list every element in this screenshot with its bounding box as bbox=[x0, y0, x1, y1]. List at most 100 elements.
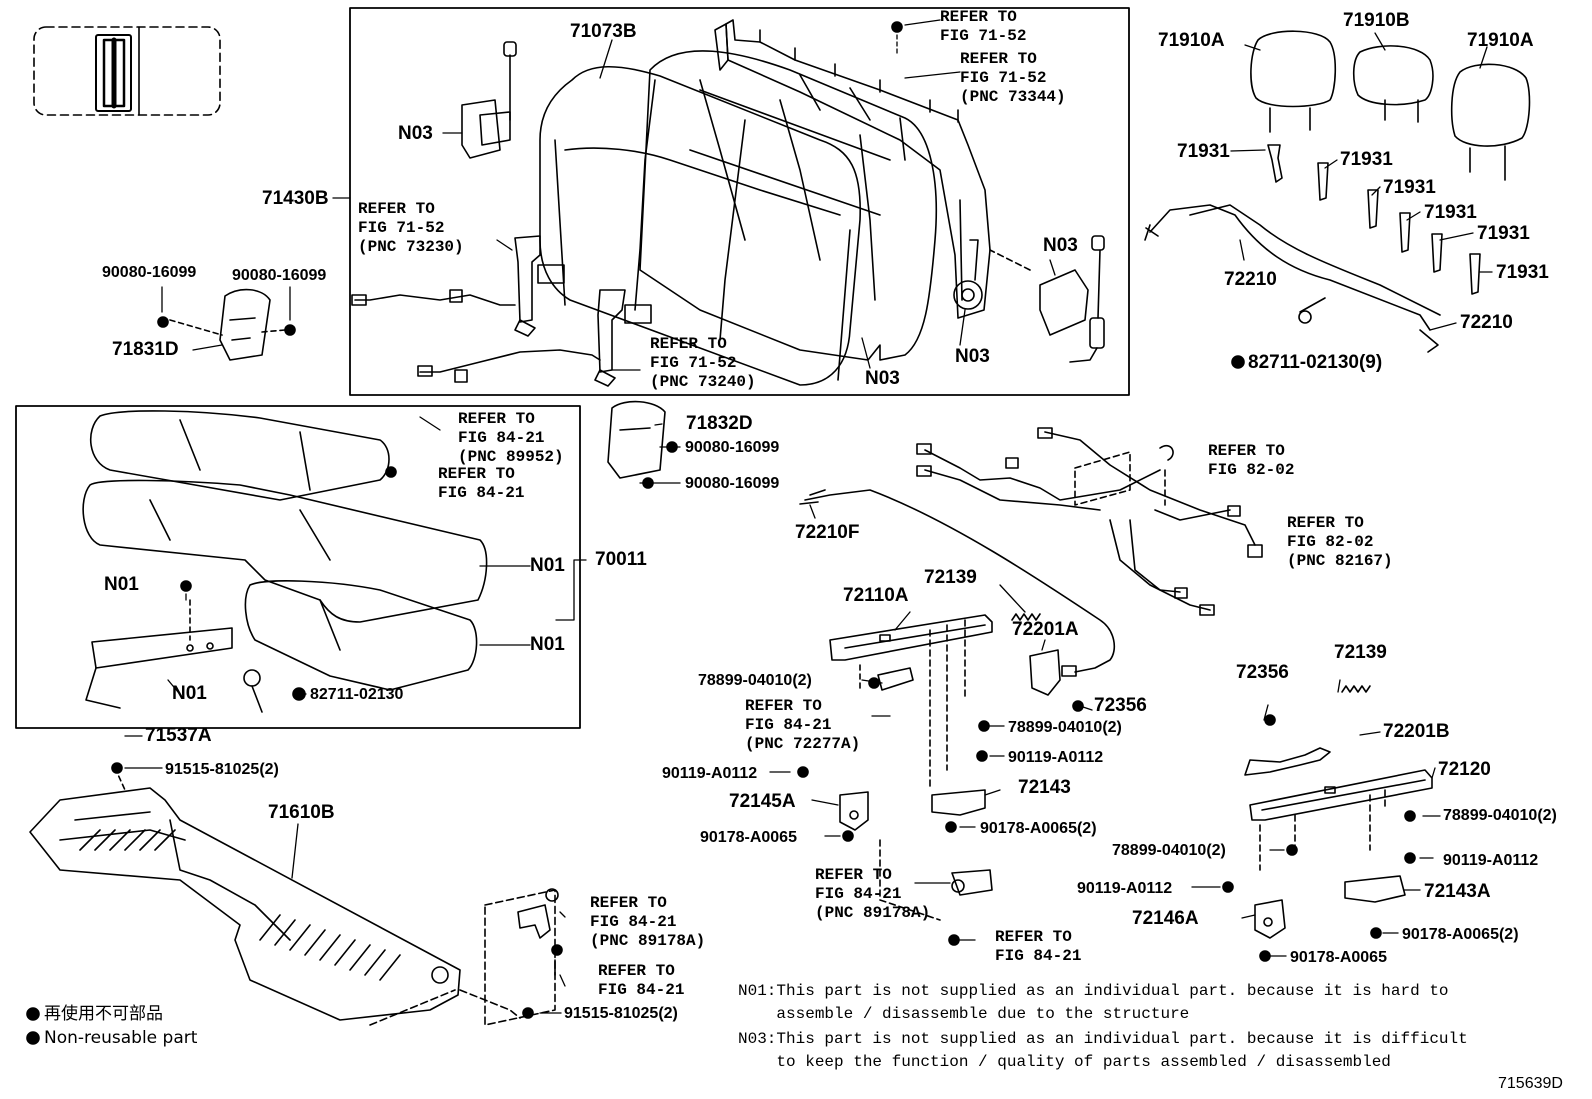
label-N03-c: N03 bbox=[865, 368, 900, 389]
side-airbag-left bbox=[461, 41, 517, 159]
label-90178-A0065-d: 90178-A0065 bbox=[1290, 949, 1387, 966]
label-91515-81025-b: 91515-81025(2) bbox=[564, 1005, 678, 1022]
label-90178-A0065-a: 90178-A0065 bbox=[700, 829, 797, 846]
label-72356-a: 72356 bbox=[1094, 695, 1147, 716]
label-N01-a: N01 bbox=[104, 574, 139, 595]
label-90119-A0112-b: 90119-A0112 bbox=[662, 765, 758, 782]
latch-bracket-left bbox=[484, 888, 559, 1026]
label-72120: 72120 bbox=[1438, 759, 1491, 780]
label-N03-a: N03 bbox=[398, 123, 433, 144]
leader-lines bbox=[124, 19, 1493, 1014]
note-n01: N01:This part is not supplied as an indi… bbox=[738, 982, 1449, 1023]
legend-non-reusable-jp: 再使用不可部品 bbox=[44, 1004, 163, 1024]
label-78899-04010-c: 78899-04010(2) bbox=[1443, 807, 1557, 824]
label-90080-16099-a: 90080-16099 bbox=[102, 264, 197, 281]
label-N01-d: N01 bbox=[172, 683, 207, 704]
headrests bbox=[1250, 30, 1531, 181]
label-N01-b: N01 bbox=[530, 555, 565, 576]
latch-brackets bbox=[839, 649, 1406, 939]
label-72139-b: 72139 bbox=[1334, 642, 1387, 663]
seat-cushion-assembly bbox=[82, 410, 488, 691]
reclining-cables-upper bbox=[1144, 204, 1441, 353]
label-72210F: 72210F bbox=[795, 522, 860, 543]
seatback-cover-front bbox=[539, 65, 861, 386]
label-90119-A0112-a: 90119-A0112 bbox=[1008, 749, 1104, 766]
label-71931-f: 71931 bbox=[1496, 262, 1549, 283]
label-71931-c: 71931 bbox=[1383, 177, 1436, 198]
label-90080-16099-b: 90080-16099 bbox=[232, 267, 327, 284]
label-N03-d: N03 bbox=[955, 346, 990, 367]
label-72146A: 72146A bbox=[1132, 908, 1199, 929]
label-71831D: 71831D bbox=[112, 339, 179, 360]
label-72210-b: 72210 bbox=[1460, 312, 1513, 333]
label-82711-02130: 82711-02130 bbox=[310, 686, 404, 703]
label-72201B: 72201B bbox=[1383, 721, 1450, 742]
cushion-group-frame bbox=[15, 405, 581, 729]
cushion-cover-plate bbox=[85, 599, 233, 709]
label-72210-a: 72210 bbox=[1224, 269, 1277, 290]
label-72143A: 72143A bbox=[1424, 881, 1491, 902]
label-82711-02130-9: 82711-02130(9) bbox=[1248, 352, 1383, 373]
label-71537A: 71537A bbox=[145, 725, 212, 746]
label-71931-d: 71931 bbox=[1424, 202, 1477, 223]
headrest-supports bbox=[1267, 144, 1481, 295]
label-78899-04010-a: 78899-04010(2) bbox=[698, 672, 812, 689]
label-N01-c: N01 bbox=[530, 634, 565, 655]
label-90080-16099-d: 90080-16099 bbox=[685, 475, 780, 492]
label-72143: 72143 bbox=[1018, 777, 1071, 798]
label-78899-04010-b: 78899-04010(2) bbox=[1008, 719, 1122, 736]
label-90119-A0112-c: 90119-A0112 bbox=[1443, 852, 1539, 869]
label-71430B: 71430B bbox=[262, 188, 329, 209]
label-71910A-b: 71910A bbox=[1467, 30, 1534, 51]
label-72145A: 72145A bbox=[729, 791, 796, 812]
label-91515-81025-a: 91515-81025(2) bbox=[165, 761, 279, 778]
label-72139-a: 72139 bbox=[924, 567, 977, 588]
diagram-code: 715639D bbox=[1498, 1075, 1563, 1092]
seatback-group-frame bbox=[349, 7, 1130, 396]
label-71910A-a: 71910A bbox=[1158, 30, 1225, 51]
label-71073B: 71073B bbox=[570, 21, 637, 42]
label-78899-04010-d: 78899-04010(2) bbox=[1112, 842, 1226, 859]
label-90119-A0112-d: 90119-A0112 bbox=[1077, 880, 1173, 897]
seatback-frame bbox=[714, 19, 991, 319]
label-71931-e: 71931 bbox=[1477, 223, 1530, 244]
label-90178-A0065-b: 90178-A0065(2) bbox=[980, 820, 1097, 837]
label-71832D: 71832D bbox=[686, 413, 753, 434]
side-airbag-right bbox=[989, 235, 1105, 363]
label-71610B: 71610B bbox=[268, 802, 335, 823]
label-N03-b: N03 bbox=[1043, 235, 1078, 256]
wire-harness-82167 bbox=[916, 427, 1263, 616]
seat-locator-inset bbox=[33, 26, 221, 116]
label-70011: 70011 bbox=[595, 549, 647, 570]
seatbelt-buckle-harnesses bbox=[351, 235, 652, 387]
label-72356-b: 72356 bbox=[1236, 662, 1289, 683]
legend-non-reusable-en: Non-reusable part bbox=[44, 1028, 198, 1048]
seatback-cover-rear bbox=[639, 50, 938, 361]
label-90080-16099-c: 90080-16099 bbox=[685, 439, 780, 456]
springs bbox=[1011, 613, 1371, 693]
label-71931-b: 71931 bbox=[1340, 149, 1393, 170]
side-cover-71832D bbox=[607, 400, 666, 479]
label-72110A: 72110A bbox=[843, 585, 909, 606]
seat-frame bbox=[29, 767, 521, 1026]
label-71910B: 71910B bbox=[1343, 10, 1410, 31]
seat-rail-right bbox=[1244, 747, 1433, 871]
label-72201A: 72201A bbox=[1012, 619, 1079, 640]
label-71931-a: 71931 bbox=[1177, 141, 1230, 162]
note-n03: N03:This part is not supplied as an indi… bbox=[738, 1030, 1468, 1071]
side-cover-71831D bbox=[169, 288, 286, 361]
